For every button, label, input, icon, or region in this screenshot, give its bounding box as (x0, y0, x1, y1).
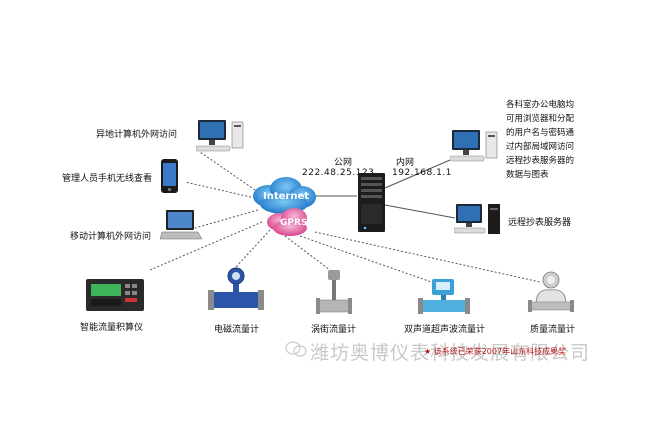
vortex-meter-device (314, 268, 354, 318)
link-remote-pc (199, 151, 256, 191)
em-meter-device (208, 266, 264, 314)
ultrasonic-flowmeter-icon (418, 279, 470, 314)
award-note: ★ 该系统已荣获2007年山东科技成果奖 (424, 347, 567, 356)
electromagnetic-flowmeter-icon (208, 267, 264, 310)
server-computer-icon (453, 204, 500, 234)
office-access-note: 各科室办公电脑均 可用浏览器和分配 的用户名与密码通 过内部局域网访问 远程抄表… (506, 98, 611, 182)
link-ultrasonic (299, 235, 441, 286)
ultrasonic-meter-label: 双声道超声波流量计 (404, 325, 486, 335)
flow-integrator-icon (86, 279, 144, 311)
integrator-label: 智能流量积算仪 (80, 323, 144, 333)
vortex-meter-label: 涡街流量计 (311, 325, 357, 335)
phone-label: 管理人员手机无线查看 (62, 174, 153, 184)
office-note-line: 数据与图表 (506, 170, 549, 180)
link-laptop (194, 209, 259, 229)
gprs-label: GPRS (280, 218, 308, 228)
mass-flowmeter-icon (528, 271, 574, 312)
laptop-label: 移动计算机外网访问 (70, 232, 152, 242)
link-phone (184, 181, 256, 199)
watermark-text: 潍坊奥博仪表科技发展有限公司 (310, 342, 591, 364)
link-server-remote (384, 204, 456, 219)
remote-pc-device (195, 118, 246, 156)
remote-server-label: 远程抄表服务器 (508, 218, 572, 228)
watermark-logo (285, 340, 307, 358)
office-note-line: 远程抄表服务器的 (506, 156, 575, 166)
wechat-icon (285, 341, 307, 357)
integrator-device (85, 278, 145, 314)
mobile-phone-icon (161, 159, 178, 193)
office-note-line: 可用浏览器和分配 (506, 114, 575, 124)
gateway-server (357, 172, 387, 234)
office-pc-device (449, 128, 498, 166)
cloud-icon (253, 177, 316, 236)
em-meter-label: 电磁流量计 (214, 325, 260, 335)
vortex-flowmeter-icon (316, 270, 352, 314)
server-tower-icon (358, 173, 385, 232)
private-network-label: 内网 (396, 158, 415, 168)
link-vortex (284, 235, 331, 271)
link-mass (314, 231, 541, 283)
office-note-line: 过内部局域网访问 (506, 142, 575, 152)
office-note-line: 的用户名与密码通 (506, 128, 575, 138)
public-ip: 222.48.25.123 (302, 168, 375, 178)
link-integrator (149, 221, 263, 271)
mass-meter-device (528, 270, 574, 316)
phone-device (160, 158, 180, 196)
private-ip: 192.168.1.1 (392, 168, 452, 178)
mass-meter-label: 质量流量计 (530, 325, 576, 335)
remote-pc-label: 异地计算机外网访问 (96, 130, 178, 140)
desktop-computer-icon (449, 130, 498, 162)
remote-server-device (453, 202, 502, 238)
desktop-computer-icon (195, 120, 244, 152)
public-network-label: 公网 (334, 158, 353, 168)
ultrasonic-meter-device (418, 278, 470, 316)
internet-label: Internet (263, 191, 310, 202)
laptop-icon (159, 210, 203, 240)
laptop-device (159, 208, 203, 242)
internet-cloud: Internet GPRS (250, 174, 320, 240)
link-em-meter (234, 229, 271, 269)
office-note-line: 各科室办公电脑均 (506, 100, 575, 110)
link-server-office (384, 159, 451, 189)
